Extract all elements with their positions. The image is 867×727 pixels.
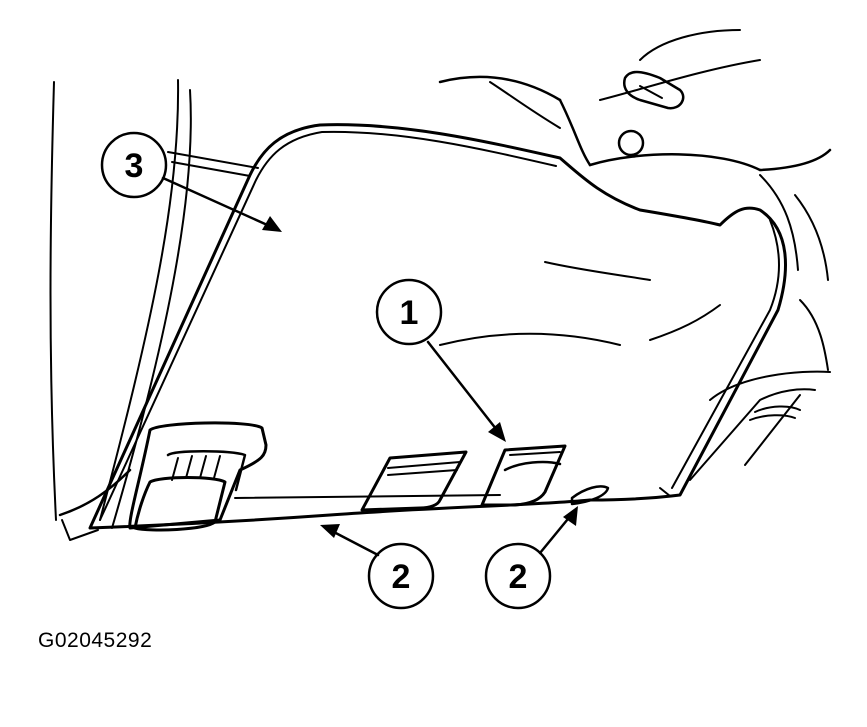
callout-label: 1	[400, 294, 419, 332]
left-pillar	[49, 79, 259, 541]
small-clip	[570, 485, 610, 506]
callout-2b: 2	[484, 542, 552, 610]
trim-panel	[88, 123, 787, 530]
callout-label: 2	[509, 558, 528, 596]
right-vent	[689, 370, 831, 481]
callout-1: 1	[375, 278, 443, 346]
callout-2a: 2	[367, 542, 435, 610]
figure-code: G02045292	[38, 629, 153, 652]
leader-arrows	[161, 176, 578, 557]
callout-3: 3	[100, 131, 168, 199]
center-clip	[360, 450, 468, 512]
callout-label: 2	[392, 558, 411, 596]
retaining-clip	[480, 444, 567, 507]
callout-label: 3	[125, 147, 144, 185]
left-clip-housing	[128, 421, 268, 532]
upper-body	[438, 29, 832, 371]
